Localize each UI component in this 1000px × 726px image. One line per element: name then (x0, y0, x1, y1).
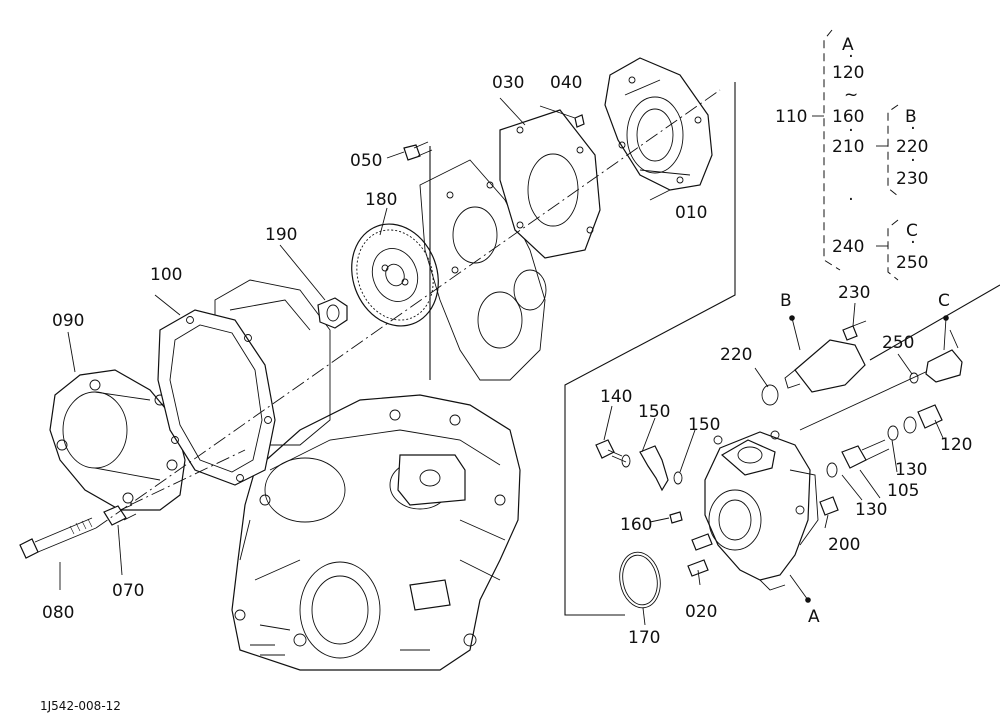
legend-c-item: 240 (832, 237, 864, 257)
part-labels: 010 020 030 040 050 070 080 090 100 105 … (42, 73, 972, 648)
label-120: 120 (940, 435, 972, 455)
assembly-legend: 110 A · 120 ~ 160 · 210 · 240 B · 220 · … (775, 29, 928, 281)
legend-dot-1: · (848, 47, 853, 67)
label-150-b: 150 (688, 415, 720, 435)
part-030-gasket-drawing (499, 109, 601, 259)
legend-b-item2: 230 (896, 169, 928, 189)
label-170: 170 (628, 628, 660, 648)
label-200: 200 (828, 535, 860, 555)
label-050: 050 (350, 151, 382, 171)
label-190: 190 (265, 225, 297, 245)
legend-b-letter: B (905, 107, 917, 127)
axis-lines (95, 89, 721, 529)
part-010-housing-drawing (604, 57, 713, 191)
label-040: 040 (550, 73, 582, 93)
leader-lines (59, 97, 947, 626)
callout-c: C (938, 291, 950, 311)
label-090: 090 (52, 311, 84, 331)
legend-c-letter: C (906, 221, 918, 241)
label-105: 105 (887, 481, 919, 501)
legend-dot-4: · (910, 119, 915, 139)
legend-c-item1: 250 (896, 253, 928, 273)
callout-b: B (780, 291, 792, 311)
legend-a-item: 210 (832, 137, 864, 157)
part-050-bolt-drawing (403, 141, 433, 161)
legend-total: 110 (775, 107, 807, 127)
part-190-nut-drawing (317, 297, 348, 329)
label-020: 020 (685, 602, 717, 622)
legend-b-item1: 220 (896, 137, 928, 157)
part-040-pin-drawing (574, 114, 585, 128)
legend-a-from: 120 (832, 63, 864, 83)
label-130-a: 130 (895, 460, 927, 480)
label-010: 010 (675, 203, 707, 223)
sensor-250-drawing (909, 329, 963, 384)
part-090-cover-drawing (49, 369, 186, 511)
label-100: 100 (150, 265, 182, 285)
drawing-code: 1J542-008-12 (40, 699, 121, 713)
label-250: 250 (882, 333, 914, 353)
label-230: 230 (838, 283, 870, 303)
plate-drawing (419, 159, 547, 381)
injection-pump-drawing (619, 430, 819, 609)
label-140: 140 (600, 387, 632, 407)
callout-a: A (808, 607, 820, 627)
gear-case-drawing (214, 279, 521, 671)
legend-dot-6: · (910, 233, 915, 253)
part-100-gasket-drawing (157, 309, 276, 486)
solenoid-220-230-drawing (761, 320, 867, 406)
label-220: 220 (720, 345, 752, 365)
label-150-a: 150 (638, 402, 670, 422)
legend-dot-5: · (910, 151, 915, 171)
small-parts-140-150 (595, 439, 683, 492)
label-080: 080 (42, 603, 74, 623)
legend-dot-2: · (848, 121, 853, 141)
legend-dot-3: · (848, 190, 853, 210)
legend-tilde: ~ (844, 85, 858, 105)
label-160: 160 (620, 515, 652, 535)
assembly-frame (429, 82, 1000, 616)
part-080-bolt-drawing (19, 517, 97, 559)
legend-a-letter: A (842, 35, 854, 55)
label-130-b: 130 (855, 500, 887, 520)
label-070: 070 (112, 581, 144, 601)
label-180: 180 (365, 190, 397, 210)
label-030: 030 (492, 73, 524, 93)
part-180-gear-drawing (351, 223, 439, 327)
legend-a-to: 160 (832, 107, 864, 127)
